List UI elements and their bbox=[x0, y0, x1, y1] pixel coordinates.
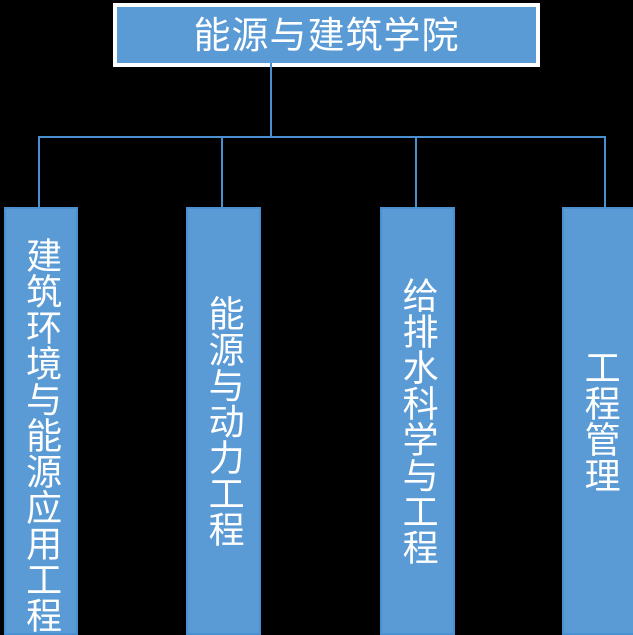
connector-drop-2 bbox=[221, 136, 223, 208]
org-node-root-label: 能源与建筑学院 bbox=[193, 14, 460, 56]
org-node-child-2[interactable]: 能源与动力工程 bbox=[186, 207, 261, 635]
org-node-child-4-label: 工程管理 bbox=[579, 349, 621, 493]
org-node-child-3[interactable]: 给排水科学与工程 bbox=[380, 207, 455, 635]
connector-drop-3 bbox=[415, 136, 417, 208]
org-node-child-1[interactable]: 建筑环境与能源应用工程 bbox=[4, 207, 78, 635]
connector-drop-4 bbox=[604, 136, 606, 208]
org-node-child-4[interactable]: 工程管理 bbox=[562, 207, 633, 635]
org-node-child-3-label: 给排水科学与工程 bbox=[397, 277, 439, 565]
org-node-child-1-label: 建筑环境与能源应用工程 bbox=[21, 237, 63, 633]
connector-drop-1 bbox=[38, 136, 40, 208]
org-node-root[interactable]: 能源与建筑学院 bbox=[113, 3, 540, 67]
connector-horizontal-bus bbox=[38, 136, 606, 138]
connector-root-stem bbox=[270, 63, 272, 138]
org-node-child-2-label: 能源与动力工程 bbox=[203, 295, 245, 547]
